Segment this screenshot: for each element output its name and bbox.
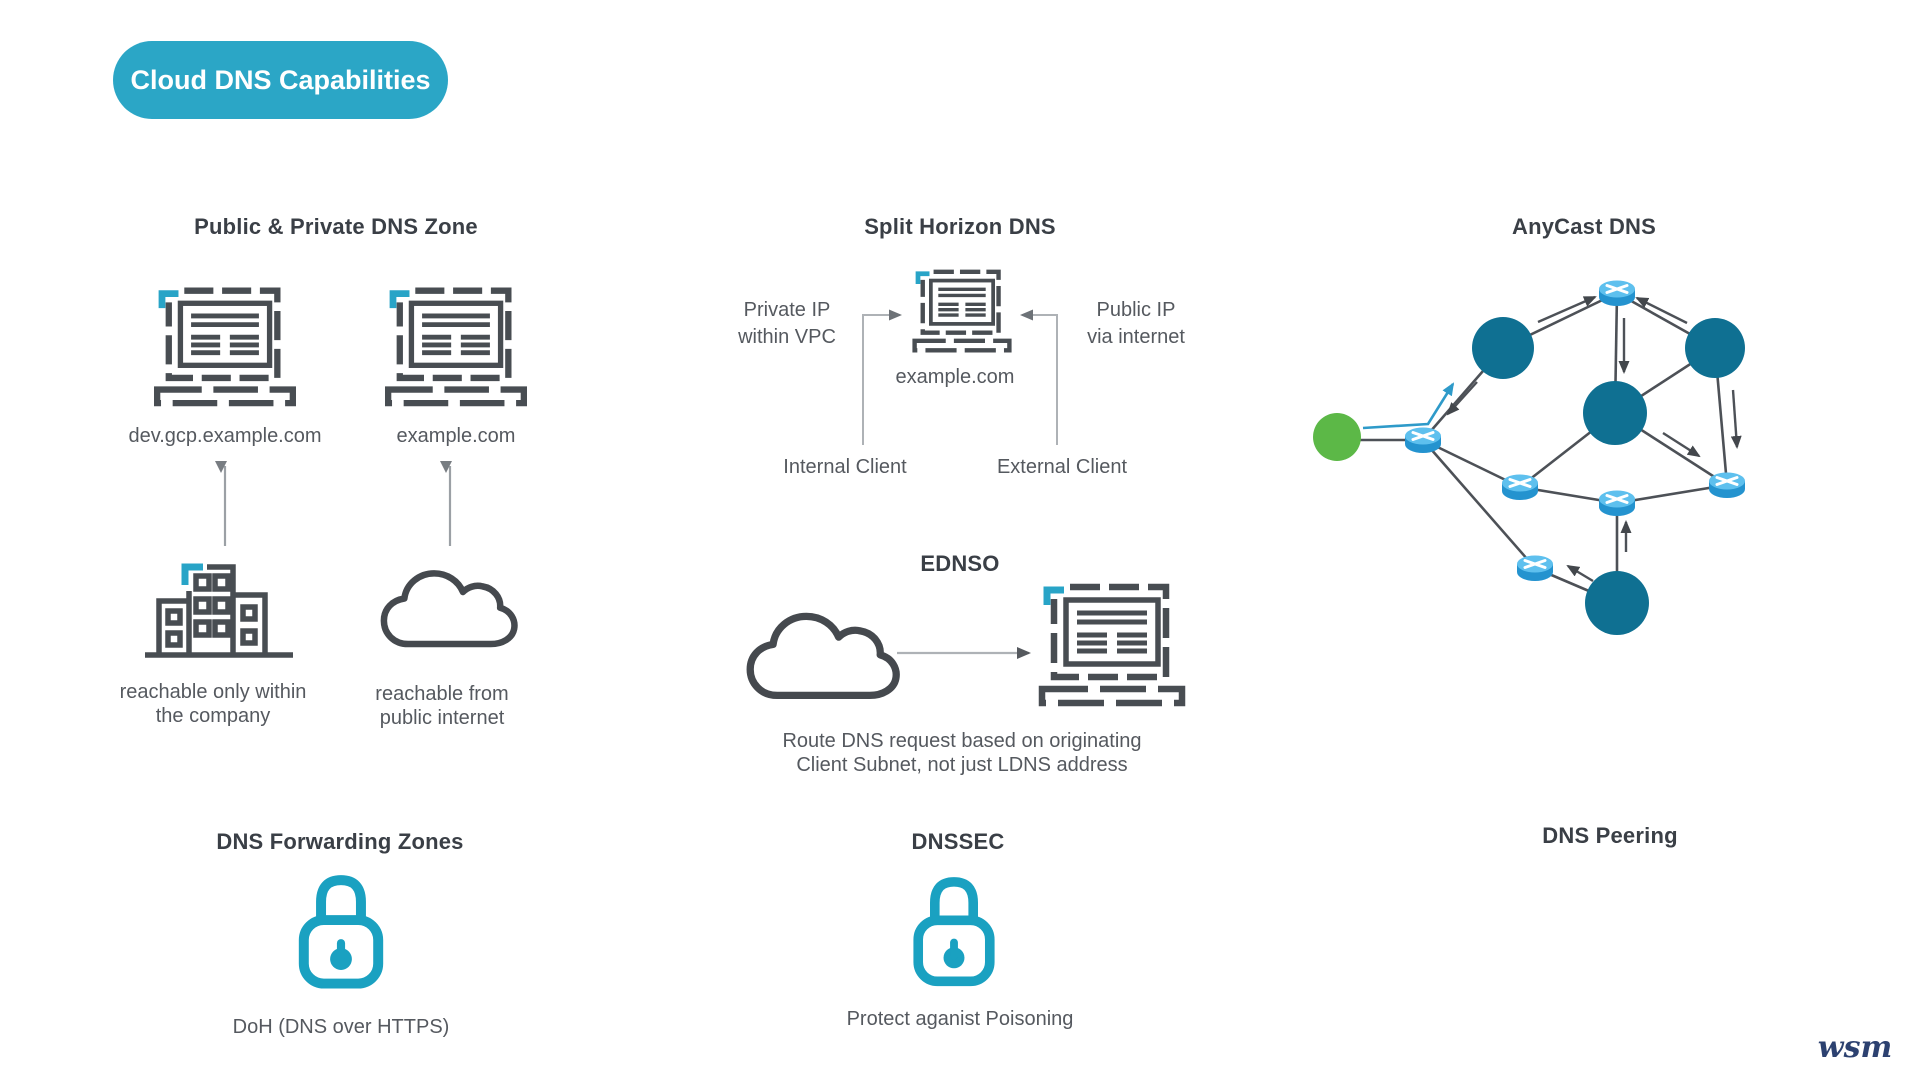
section-title-ednso: EDNSO [920, 551, 1000, 576]
signature: wsm [1817, 1030, 1893, 1065]
caption-line: the company [155, 705, 271, 727]
building-icon [143, 555, 295, 660]
dns-server-node [1685, 318, 1745, 378]
laptop-label-example: example.com [396, 425, 516, 447]
section-title-public-private: Public & Private DNS Zone [194, 214, 478, 239]
router-icon [1597, 489, 1637, 518]
route-arrows [1446, 295, 1742, 583]
laptop-icon [152, 281, 298, 407]
ednso-caption: Route DNS request based on originating C… [712, 729, 1212, 777]
anycast-network-diagram [1313, 279, 1747, 635]
lock-icon [906, 862, 1002, 989]
public-ip-label: Public IP via internet [1036, 297, 1236, 351]
router-icon [1707, 471, 1747, 500]
caption-line: Client Subnet, not just LDNS address [796, 754, 1128, 776]
private-ip-label: Private IP within VPC [687, 297, 887, 351]
doh-caption: DoH (DNS over HTTPS) [232, 1016, 450, 1038]
cloud-icon [745, 607, 901, 711]
section-title-forwarding-zones: DNS Forwarding Zones [216, 829, 464, 854]
client-connectors [862, 309, 1058, 445]
building-caption: reachable only within the company [63, 680, 363, 728]
section-title-dns-peering: DNS Peering [1542, 823, 1678, 848]
router-icon [1403, 426, 1443, 455]
dnssec-caption: Protect aganist Poisoning [846, 1008, 1074, 1030]
split-horizon-domain-label: example.com [895, 366, 1015, 388]
dns-server-node [1472, 317, 1534, 379]
caption-line: within VPC [738, 326, 836, 348]
caption-line: reachable from [375, 683, 509, 705]
client-node [1313, 413, 1361, 461]
request-arrow [897, 647, 1031, 659]
section-title-split-horizon: Split Horizon DNS [864, 214, 1056, 239]
dns-server-node [1585, 571, 1649, 635]
caption-line: Route DNS request based on originating [782, 730, 1142, 752]
title-badge-label: Cloud DNS Capabilities [130, 64, 431, 95]
caption-line: Private IP [743, 299, 831, 321]
title-badge: Cloud DNS Capabilities [113, 41, 448, 119]
caption-line: public internet [379, 707, 505, 729]
caption-line: reachable only within [119, 681, 307, 703]
selected-route-arrow [1362, 382, 1455, 430]
router-icon [1515, 554, 1555, 583]
caption-line: Public IP [1096, 299, 1176, 321]
laptop-icon [383, 281, 529, 407]
caption-line: via internet [1087, 326, 1185, 348]
lock-icon [291, 862, 391, 989]
up-arrows [215, 461, 452, 546]
external-client-label: External Client [996, 456, 1128, 478]
internal-client-label: Internal Client [783, 456, 907, 478]
laptop-icon [1037, 577, 1187, 707]
cloud-caption: reachable from public internet [292, 682, 592, 730]
laptop-label-dev: dev.gcp.example.com [128, 425, 322, 447]
router-icon [1597, 279, 1637, 308]
section-title-anycast: AnyCast DNS [1511, 214, 1656, 239]
section-title-dnssec: DNSSEC [911, 829, 1005, 854]
router-icon [1500, 473, 1540, 502]
cloud-icon [379, 565, 519, 658]
dns-server-node [1583, 381, 1647, 445]
